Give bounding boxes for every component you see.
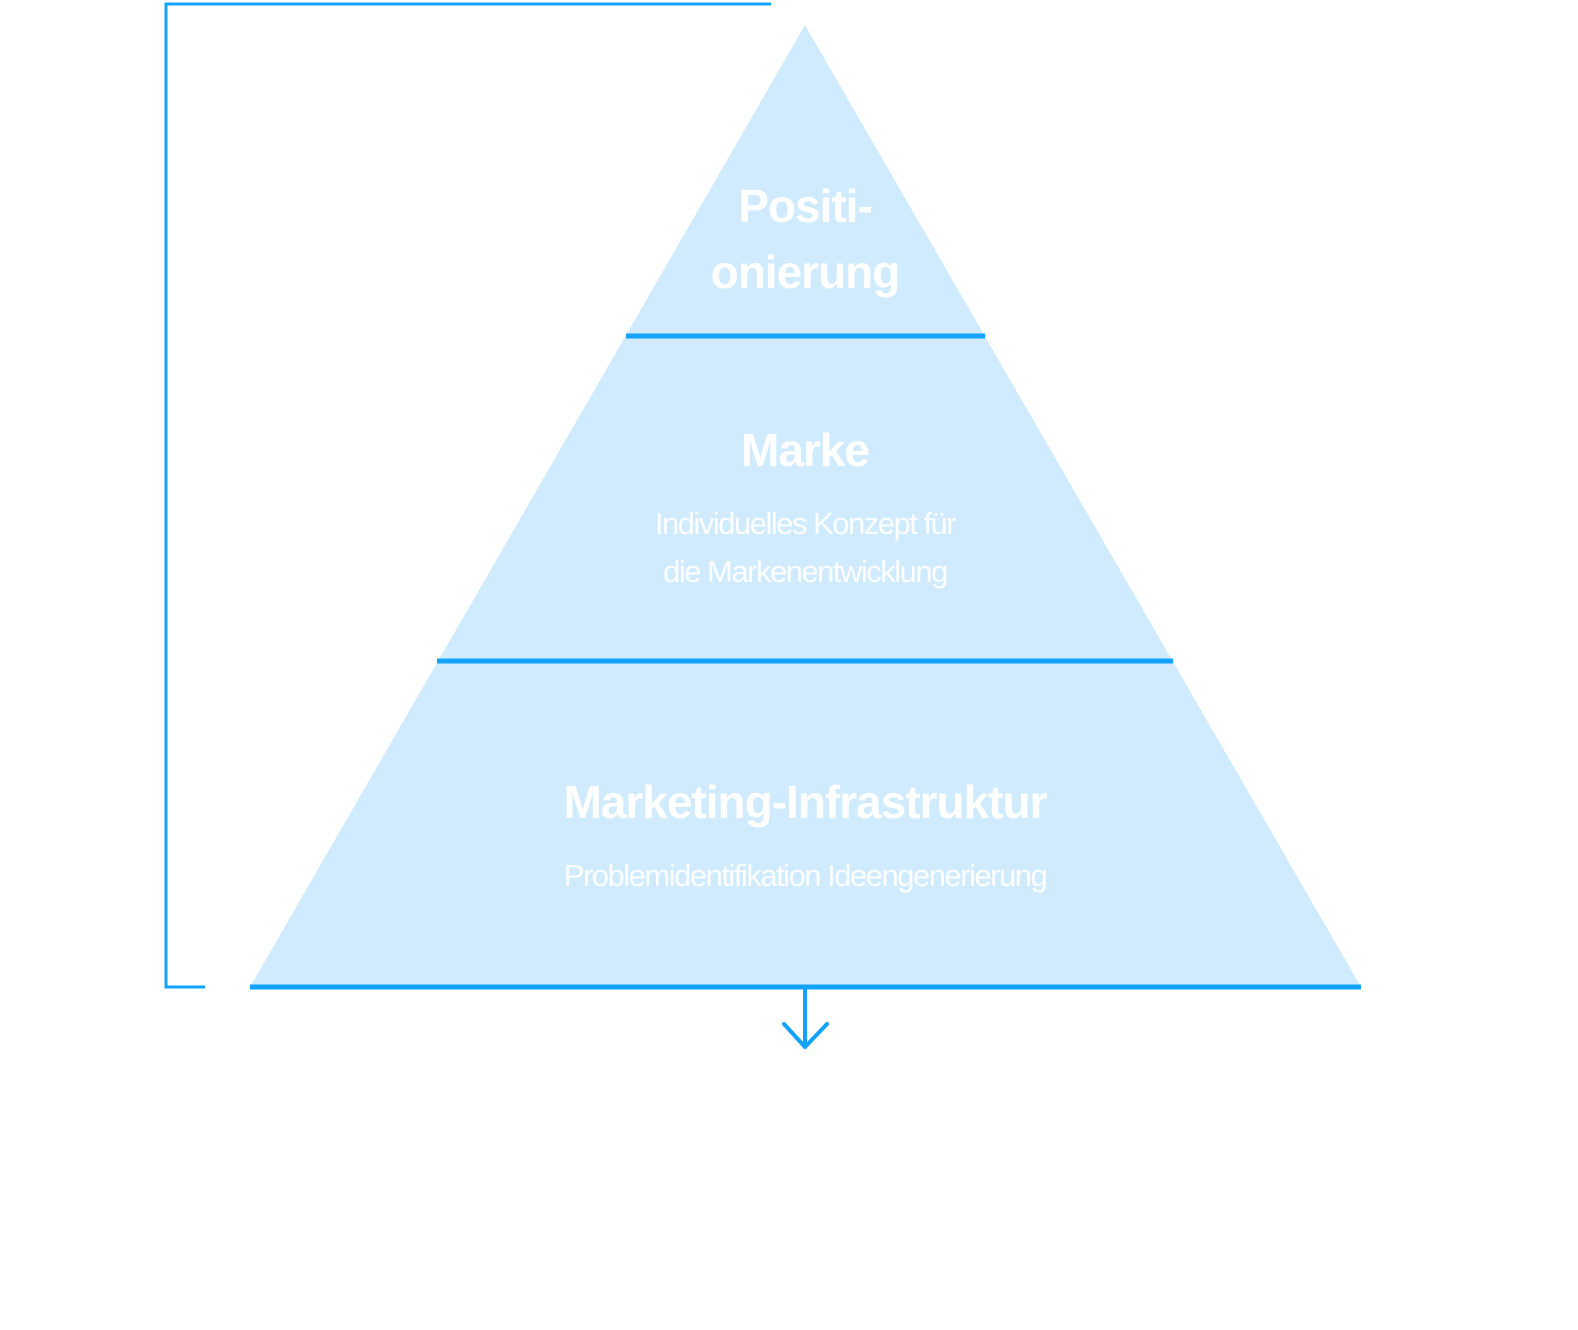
feedback-bracket — [164, 2, 771, 989]
level-2-subtitle-line-2: die Markenentwicklung — [663, 554, 947, 589]
level-3-title: Marketing-Infrastruktur — [563, 776, 1047, 828]
level-1-title-line-1: Positi- — [738, 180, 872, 232]
level-2-title: Marke — [741, 424, 869, 476]
arrow-down-icon — [782, 985, 829, 1049]
level-1-title-line-2: onierung — [711, 246, 900, 298]
level-2-subtitle-line-1: Individuelles Konzept für — [655, 506, 956, 541]
level-3-subtitle: Problemidentifikation Ideengenerierung — [564, 858, 1047, 893]
pyramid-shape — [250, 25, 1361, 987]
